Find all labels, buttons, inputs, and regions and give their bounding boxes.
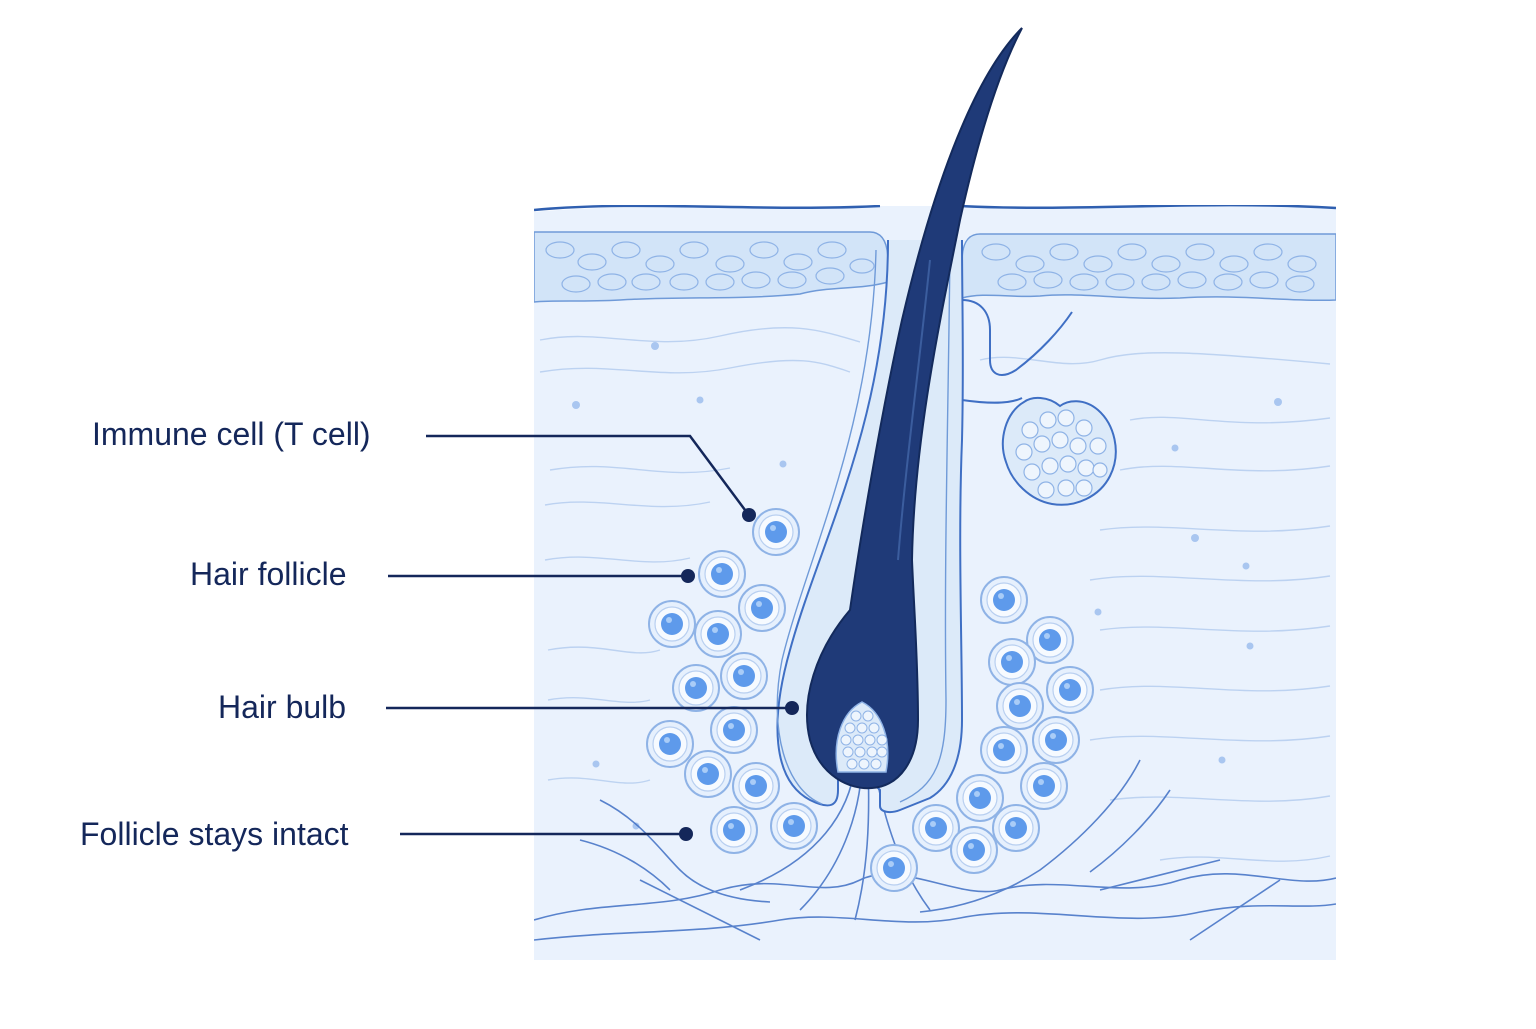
t-cell <box>710 706 758 754</box>
leader-dots <box>679 508 799 841</box>
label-hair-follicle: Hair follicle <box>190 556 347 592</box>
leader-dot-hair-follicle <box>681 569 695 583</box>
epidermis <box>534 205 1336 303</box>
t-cell <box>710 806 758 854</box>
t-cell <box>770 802 818 850</box>
t-cell <box>648 600 696 648</box>
t-cell <box>870 844 918 892</box>
t-cell <box>698 550 746 598</box>
hair-shaft <box>806 27 1023 790</box>
t-cell <box>956 774 1004 822</box>
label-hair-bulb: Hair bulb <box>218 689 347 725</box>
leader-dot-follicle-intact <box>679 827 693 841</box>
t-cell <box>912 804 960 852</box>
leader-dot-hair-bulb <box>785 701 799 715</box>
dermal-papilla <box>835 701 889 773</box>
label-follicle-intact: Follicle stays intact <box>80 816 349 852</box>
t-cell <box>980 576 1028 624</box>
dermis-fibers <box>539 327 1331 862</box>
t-cell <box>1026 616 1074 664</box>
label-immune-cell: Immune cell (T cell) <box>92 416 371 452</box>
t-cell <box>1032 716 1080 764</box>
t-cell <box>684 750 732 798</box>
t-cell-cluster <box>646 508 1094 892</box>
t-cell <box>672 664 720 712</box>
t-cell <box>694 610 742 658</box>
t-cell <box>992 804 1040 852</box>
t-cell <box>988 638 1036 686</box>
vessel-network <box>534 759 1336 941</box>
t-cell <box>950 826 998 874</box>
leader-dot-immune-cell <box>742 508 756 522</box>
leader-line-immune-cell <box>426 434 750 515</box>
t-cell <box>720 652 768 700</box>
dermis-dots <box>572 342 1282 830</box>
t-cell <box>996 682 1044 730</box>
t-cell <box>1046 666 1094 714</box>
t-cell <box>980 726 1028 774</box>
sebaceous-gland <box>961 299 1117 506</box>
t-cell <box>732 762 780 810</box>
t-cell <box>738 584 786 632</box>
t-cell <box>646 720 694 768</box>
t-cell <box>1020 762 1068 810</box>
leader-lines <box>386 434 792 836</box>
t-cell <box>752 508 800 556</box>
